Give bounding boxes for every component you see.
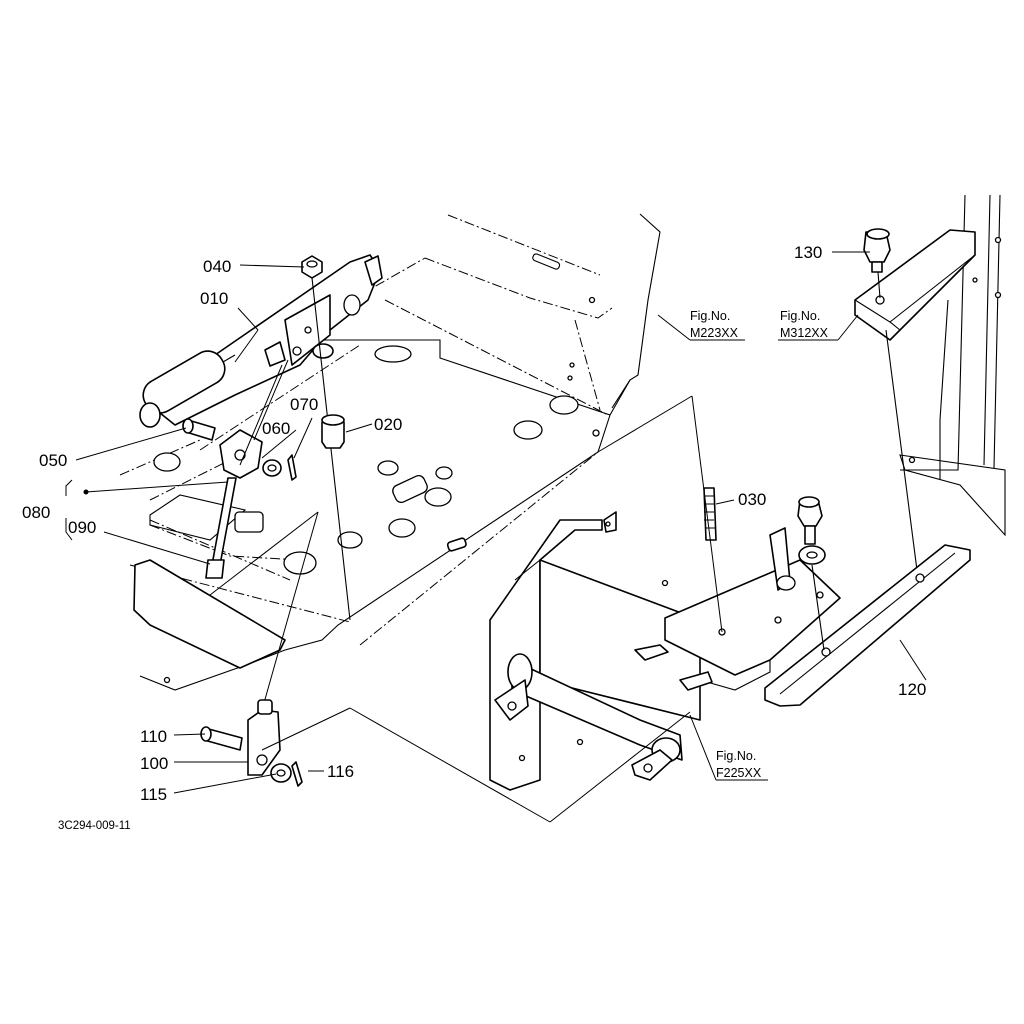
bolt-130	[863, 228, 891, 273]
callout-100: 100	[140, 754, 168, 773]
callout-030: 030	[738, 490, 766, 509]
cross-member	[489, 511, 841, 791]
callout-080: 080	[22, 503, 50, 522]
nut-040	[301, 255, 323, 279]
leader-dot	[83, 489, 89, 495]
callout-040: 040	[203, 257, 231, 276]
right-frame	[854, 194, 1006, 579]
callout-020: 020	[374, 415, 402, 434]
pin-110	[200, 726, 243, 751]
fig-ref-label: Fig.No.	[716, 749, 756, 763]
channel-120	[764, 544, 971, 707]
callout-115: 115	[140, 785, 167, 804]
split-pin-070	[287, 454, 297, 481]
fig-ref-m223: M223XX	[690, 326, 739, 340]
washer-060	[262, 459, 282, 477]
callout-120: 120	[898, 680, 926, 699]
clevis-080	[219, 429, 263, 479]
callout-116: 116	[327, 762, 354, 781]
fig-ref-label: Fig.No.	[690, 309, 730, 323]
callout-060: 060	[262, 419, 290, 438]
yoke-100	[247, 699, 281, 776]
floor-plate	[133, 213, 661, 691]
callout-070: 070	[290, 395, 318, 414]
chassis-outline	[119, 214, 613, 646]
callout-050: 050	[39, 451, 67, 470]
fig-ref-f225: F225XX	[716, 766, 762, 780]
brake-lever-010	[139, 254, 383, 428]
fig-ref-m312: M312XX	[780, 326, 829, 340]
bolt-with-washer	[797, 496, 826, 565]
fig-ref-label: Fig.No.	[780, 309, 820, 323]
washer-115	[270, 763, 292, 783]
collar-020	[321, 414, 345, 449]
pin-050	[182, 418, 216, 441]
nut-090	[205, 559, 225, 579]
callout-130: 130	[794, 243, 822, 262]
stud-on-floor	[446, 537, 467, 552]
callout-110: 110	[140, 727, 167, 746]
callout-090: 090	[68, 518, 96, 537]
split-pin-116	[291, 761, 303, 787]
stud-030	[703, 487, 717, 541]
drawing-code: 3C294-009-11	[58, 820, 131, 832]
callout-010: 010	[200, 289, 228, 308]
